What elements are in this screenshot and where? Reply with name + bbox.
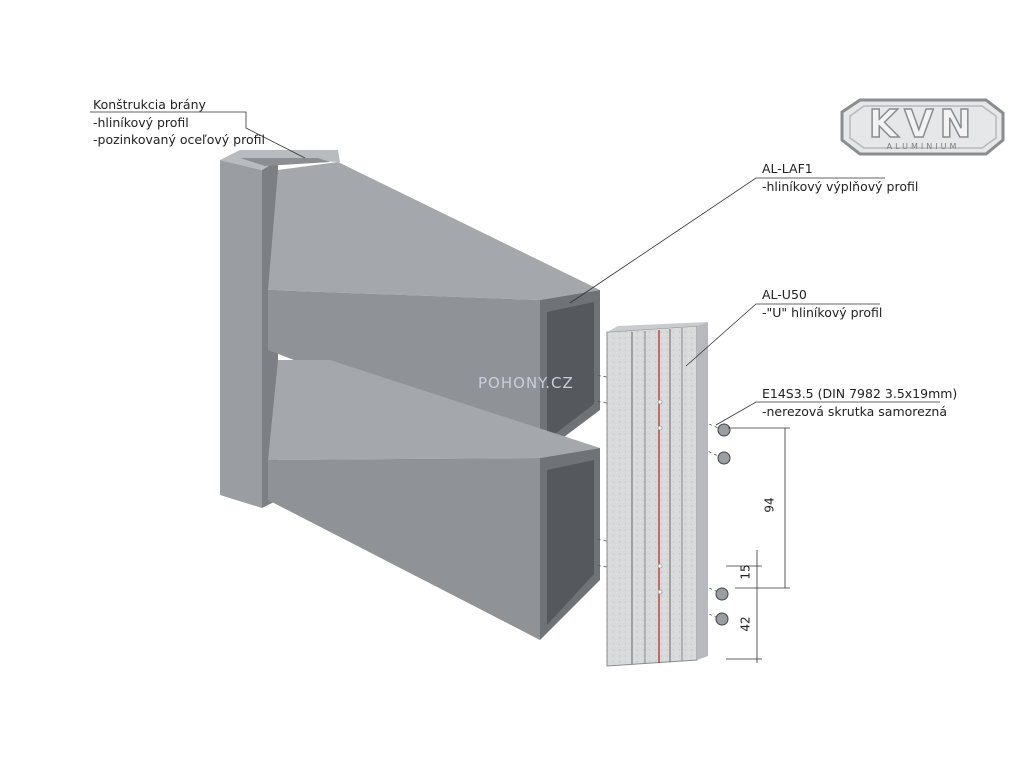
screw-1 <box>717 423 731 437</box>
logo-letters: KVN <box>868 101 978 147</box>
frame-label-line1: -hliníkový profil <box>93 115 189 130</box>
laf-label-title: AL-LAF1 <box>762 161 813 176</box>
leader-lines <box>90 111 940 426</box>
laf-profile-lower <box>268 360 600 640</box>
kvn-logo <box>840 98 1005 156</box>
screw-label-title: E14S3.5 (DIN 7982 3.5x19mm) <box>762 386 958 401</box>
dimension-42: 42 <box>738 616 753 632</box>
screw-label-line1: -nerezová skrutka samorezná <box>762 404 947 419</box>
dimension-15: 15 <box>738 564 753 580</box>
frame-label-line2: -pozinkovaný oceľový profil <box>93 132 265 147</box>
screw-group <box>715 423 731 626</box>
logo-subtitle: ALUMINIUM <box>886 142 960 151</box>
dimension-94: 94 <box>762 497 777 513</box>
laf-label-line1: -hliníkový výplňový profil <box>762 179 919 194</box>
frame-label-title: Konštrukcia brány <box>93 97 206 112</box>
u50-label-line1: -"U" hliníkový profil <box>762 305 883 320</box>
screw-2 <box>717 451 731 465</box>
screw-3 <box>715 587 729 601</box>
screw-4 <box>715 612 729 626</box>
watermark: POHONY.CZ <box>478 374 574 392</box>
u50-profile <box>606 322 708 667</box>
dimension-lines <box>726 427 790 663</box>
u50-label-title: AL-U50 <box>762 287 807 302</box>
